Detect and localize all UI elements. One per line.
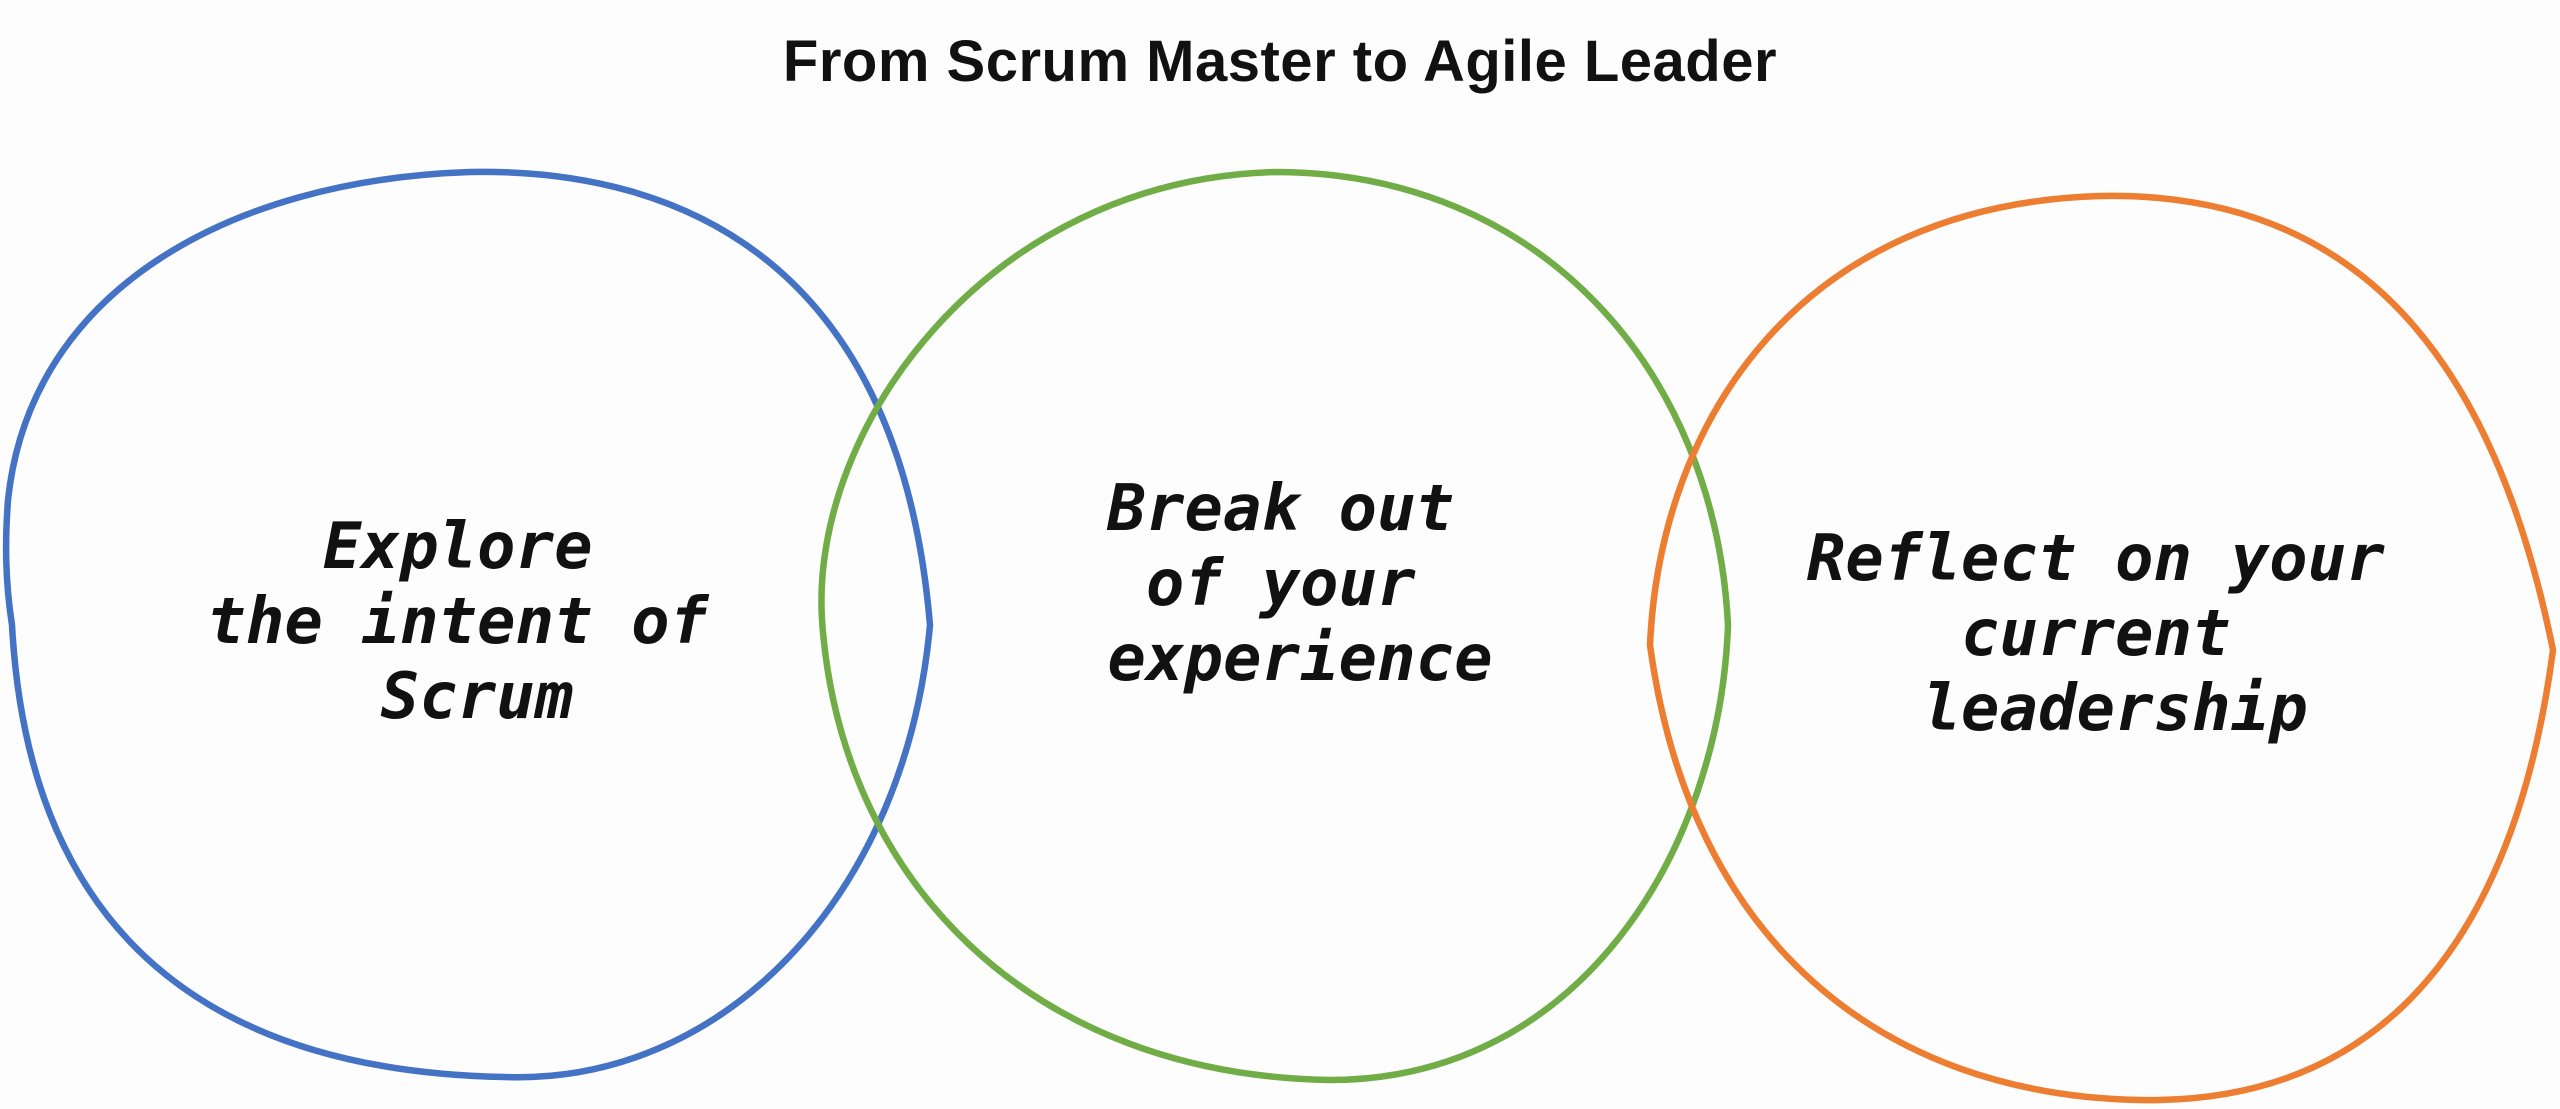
label-line: Reflect on your	[1807, 522, 2385, 596]
page-title: From Scrum Master to Agile Leader	[782, 29, 1778, 94]
label-line: Scrum	[381, 660, 574, 734]
label-line: leadership	[1922, 672, 2307, 746]
label-line: experience	[1107, 622, 1492, 696]
circle-outline-breakout	[818, 168, 1732, 1084]
circle-outline-reflect	[1646, 192, 2557, 1104]
circle-label-breakout: Break out of your experience	[1106, 472, 1492, 696]
circle-label-reflect: Reflect on your current leadership	[1807, 522, 2424, 746]
label-line: Explore	[323, 510, 593, 584]
label-line: the intent of	[207, 585, 709, 659]
label-line: current	[1961, 597, 2231, 671]
label-line: of your	[1146, 547, 1416, 621]
circle-label-explore: Explore the intent of Scrum	[207, 510, 746, 734]
circle-outline-explore	[2, 168, 934, 1081]
label-line: Break out	[1106, 472, 1454, 546]
